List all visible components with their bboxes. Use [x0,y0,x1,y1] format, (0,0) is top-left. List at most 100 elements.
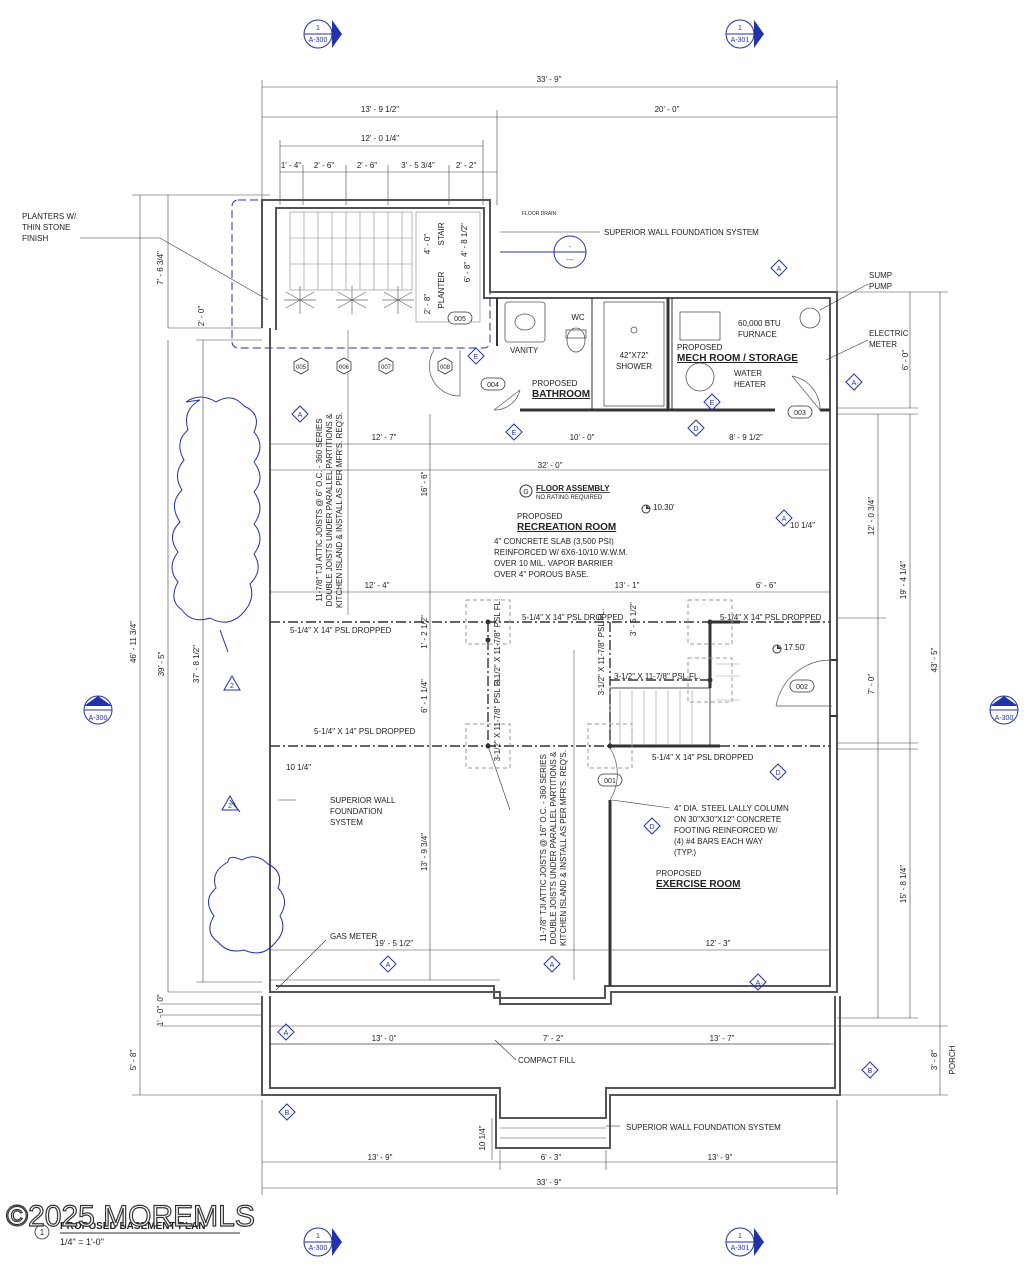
window-tag-006[interactable]: 006 [336,357,352,375]
svg-text:---: --- [567,257,575,264]
floor-drain-note: FLOOR DRAIN [522,211,557,217]
dim-seg4: 3' - 5 3/4" [401,161,435,170]
svg-text:B: B [285,1110,290,1117]
compact-fill-note: COMPACT FILL [518,1056,576,1065]
section-tag-top-right[interactable]: 1 A-301 [725,19,764,49]
window-tag-005[interactable]: 005 [293,357,309,375]
dim-overall-bottom: 33' - 9" [537,1178,562,1187]
dim-int-r4: 32' - 0" [538,461,563,470]
svg-text:B: B [868,1068,873,1075]
stair-label: STAIR [437,222,446,245]
svg-text:A: A [550,962,555,969]
dim-bottom-3: 13' - 9" [708,1153,733,1162]
shower-size: 42"X72" [620,351,649,360]
joist-note-2a: 11-7/8" TJI ATTIC JOISTS @ 16" O.C. - 36… [539,754,548,942]
svg-text:G: G [523,489,528,496]
dim-int-r11: 7' - 2" [543,1034,564,1043]
electric-meter-note-1: ELECTRIC [869,329,909,338]
lally-note-1: 4" DIA. STEEL LALLY COLUMN [674,804,789,813]
window-tag-007[interactable]: 007 [378,357,394,375]
dim-left-c: 46' - 11 3/4" [129,621,138,663]
planters-note-2: THIN STONE [22,223,70,232]
section-tag-bottom-right[interactable]: 1 A-301 [725,1227,764,1257]
beams [270,599,830,769]
joist-note-1b: DOUBLE JOISTS UNDER PARALLEL PARTITIONS … [325,413,334,606]
dim-left-d: 39' - 5" [157,651,166,676]
dim-left-a: 7' - 6 3/4" [156,251,165,285]
dim-right-h: 10 1/4" [790,521,815,530]
electric-meter-note-2: METER [869,340,897,349]
svg-text:2: 2 [228,803,232,810]
lally-note-2: ON 30"X30"X12" CONCRETE [674,815,781,824]
wall-tag-e-3: E [703,393,721,411]
section-tag-bottom-left[interactable]: 1 A-300 [303,1227,342,1257]
planters-note-3: FINISH [22,234,48,243]
dim-left-b: 2' - 0" [197,306,206,327]
exercise-room-name: EXERCISE ROOM [656,879,740,890]
dim-stair-3: 6' - 8" [463,262,472,283]
svg-text:A: A [386,962,391,969]
dim-right-d: 43' - 5" [930,647,939,672]
door-tag-001[interactable]: 001 [597,773,623,787]
dim-overall-top: 33' - 9" [537,75,562,84]
svg-text:A-301: A-301 [731,1245,750,1252]
dim-bottom-1: 13' - 9" [368,1153,393,1162]
svg-text:A: A [852,380,857,387]
top-dimensions [261,80,838,292]
door-tag-004[interactable]: 004 [480,377,506,391]
svg-text:1: 1 [738,25,742,32]
window-tag-008[interactable]: 008 [437,357,453,375]
dim-int-r10: 13' - 0" [372,1034,397,1043]
recreation-proposed: PROPOSED [517,512,563,521]
superior-wall-left-2: FOUNDATION [330,807,383,816]
vanity-label: VANITY [510,346,539,355]
svg-text:D: D [775,770,780,777]
dim-int-r5: 12' - 4" [365,581,390,590]
bottom-dimensions [261,1100,838,1195]
furnace-label: FURNACE [738,330,777,339]
elevation-1: 10.30' [653,503,675,512]
slab-note-3: OVER 10 MIL. VAPOR BARRIER [494,559,613,568]
door-tag-005[interactable]: 005 [447,311,473,325]
shower-label: SHOWER [616,362,652,371]
door-tag-002[interactable]: 002 [789,679,815,693]
svg-text:2: 2 [1002,701,1006,708]
dim-top-right: 20' - 0" [655,105,680,114]
psl-flush-1: 3-1/2" X 11-7/8" PSL FL. [493,599,502,686]
dim-int-v2: 1' - 2 1/2" [420,615,429,649]
exercise-proposed: PROPOSED [656,869,702,878]
svg-text:A-300: A-300 [995,715,1014,722]
tree-shrubs [171,396,285,954]
wall-tag-e-2: E [505,423,523,441]
dim-int-v3: 6' - 1 1/4" [420,679,429,713]
dim-top-left: 13' - 9 1/2" [361,105,399,114]
lally-note-5: (TYP.) [674,848,696,857]
mech-proposed: PROPOSED [677,343,723,352]
section-tag-left[interactable]: 2 A-300 [83,695,113,725]
superior-wall-left-1: SUPERIOR WALL [330,796,396,805]
tree-tag-2: 2 [221,794,239,811]
dim-left-f: 1' - 0" [156,1006,165,1027]
dim-stair-4: 2' - 8" [423,294,432,315]
section-tag-top-left[interactable]: 1 A-300 [303,19,342,49]
svg-text:A-301: A-301 [731,37,750,44]
furnace-btu: 60,000 BTU [738,319,781,328]
svg-text:A: A [756,980,761,987]
joist-note-2b: DOUBLE JOISTS UNDER PARALLEL PARTITIONS … [549,751,558,944]
tree-tag-1: 2 [223,674,241,691]
wall-tag-a-1: A [770,259,788,277]
psl-flush-4: 3-1/2" X 11-7/8" PSL FL. [493,675,502,762]
wc-label: WC [571,313,585,322]
wall-tag-a-5: A [379,955,397,973]
door-tag-003[interactable]: 003 [787,405,813,419]
joist-note-1a: 11-7/8" TJI ATTIC JOISTS @ 6" O.C. - 360… [315,418,324,601]
psl-beam-1: 5-1/4" X 14" PSL DROPPED [290,626,392,635]
planters-note-1: PLANTERS W/ [22,212,77,221]
dim-bottom-4: 10 1/4" [478,1125,487,1150]
dim-int-r9: 12' - 3" [706,939,731,948]
bathroom-proposed: PROPOSED [532,379,578,388]
gas-meter-note: GAS METER [330,932,377,941]
section-tag-right[interactable]: 2 A-300 [989,695,1019,725]
detail-callout[interactable]: - --- [500,235,587,269]
planter-plants [284,286,414,314]
